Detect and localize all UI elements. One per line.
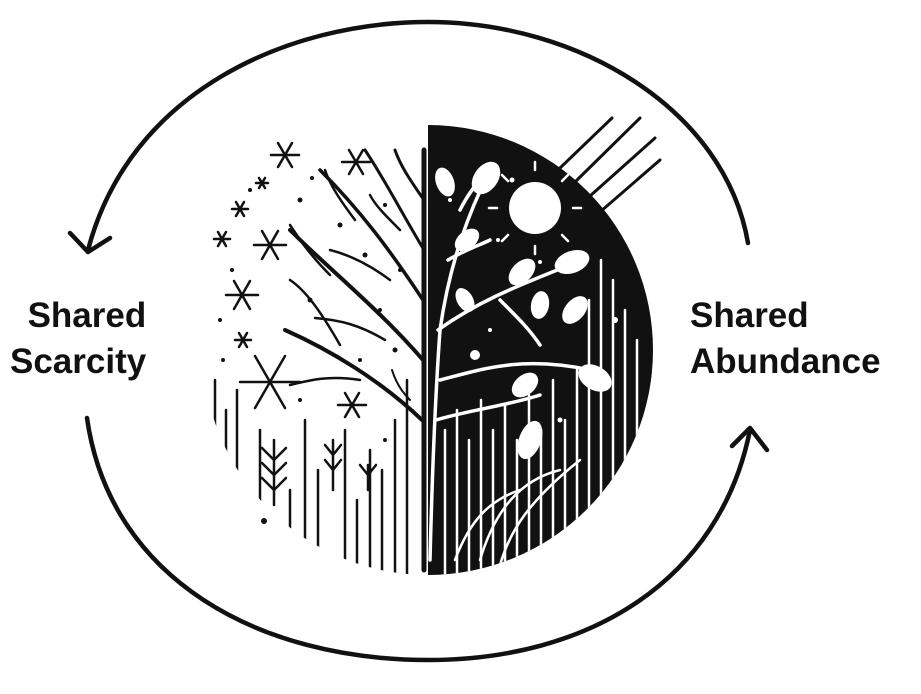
top-arrowhead-icon bbox=[67, 230, 113, 255]
sun-icon bbox=[487, 160, 583, 256]
leafy-branch-icon bbox=[428, 168, 592, 562]
snow-dots bbox=[218, 176, 402, 524]
cycle-arrows bbox=[67, 19, 770, 663]
sun-rays-icon bbox=[558, 116, 662, 214]
summer-sparkle-dots bbox=[448, 177, 618, 423]
shared-scarcity-label: Shared Scarcity bbox=[10, 293, 146, 385]
bare-tree-icon bbox=[283, 147, 427, 573]
shared-abundance-line2: Abundance bbox=[690, 342, 881, 381]
shared-abundance-line1: Shared bbox=[690, 296, 809, 335]
leaf-shapes bbox=[435, 161, 612, 460]
wheat-sprig-icon bbox=[260, 438, 378, 507]
bottom-arrowhead-icon bbox=[729, 425, 770, 453]
seasonal-emblem bbox=[212, 116, 662, 575]
shared-abundance-label: Shared Abundance bbox=[690, 293, 881, 385]
shared-scarcity-line1: Shared bbox=[27, 296, 147, 335]
snowflake-icon bbox=[212, 141, 372, 419]
bottom-arc-arrow-icon bbox=[84, 415, 753, 663]
frozen-grass-icon bbox=[213, 378, 409, 575]
top-arc-arrow-icon bbox=[85, 19, 751, 253]
shared-scarcity-line2: Scarcity bbox=[10, 342, 147, 381]
